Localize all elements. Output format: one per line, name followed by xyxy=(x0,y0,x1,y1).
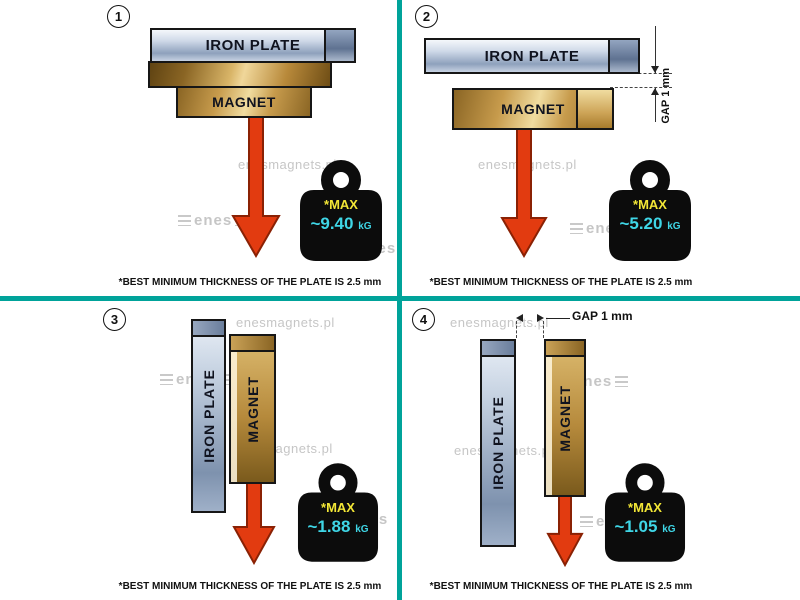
magnet-label: MAGNET xyxy=(212,94,276,110)
magnet-label: MAGNET xyxy=(501,101,565,117)
logo-lines-icon xyxy=(570,223,583,234)
iron-plate-bar: IRON PLATE xyxy=(150,28,356,63)
gap-dimension-line xyxy=(546,318,570,319)
watermark-url: enesmagnets.pl xyxy=(450,315,549,330)
max-force-value: ~9.40 kG xyxy=(310,214,372,233)
force-arrow-icon xyxy=(500,128,548,258)
gap-dimension-line xyxy=(655,26,656,73)
max-label: *MAX xyxy=(321,500,355,515)
plate-end-cap xyxy=(480,339,516,357)
unit-label: kG xyxy=(358,221,372,232)
magnet-bar: MAGNET xyxy=(176,86,312,118)
magnet-bar: MAGNET xyxy=(544,339,586,497)
weight-icon: *MAX ~5.20 kG xyxy=(608,160,692,262)
max-force-value: ~1.05 kG xyxy=(614,517,676,536)
magnet-end-cap xyxy=(576,88,614,130)
magnet-bar: MAGNET xyxy=(229,334,276,484)
gap-label: GAP 1 mm xyxy=(660,68,672,124)
iron-plate-label: IRON PLATE xyxy=(484,47,580,65)
iron-plate-label: IRON PLATE xyxy=(205,37,301,54)
gap-arrow-icon xyxy=(516,314,523,322)
footnote: *BEST MINIMUM THICKNESS OF THE PLATE IS … xyxy=(429,581,693,592)
max-label: *MAX xyxy=(628,500,662,515)
quadrant-3: 3 enesmagnets.pl enes enesmagnets.pl ene… xyxy=(0,301,398,600)
logo-lines-icon xyxy=(580,516,593,527)
unit-label: kG xyxy=(667,221,681,232)
iron-plate-label: IRON PLATE xyxy=(200,369,217,463)
force-arrow-icon xyxy=(231,112,281,258)
magnet-end-cap xyxy=(229,334,276,352)
horizontal-divider xyxy=(0,296,800,301)
plate-end-cap xyxy=(608,38,640,74)
unit-label: kG xyxy=(355,524,369,535)
weight-icon: *MAX ~9.40 kG xyxy=(299,160,383,262)
footnote: *BEST MINIMUM THICKNESS OF THE PLATE IS … xyxy=(118,277,382,288)
gap-dimension-line xyxy=(610,87,672,88)
footnote: *BEST MINIMUM THICKNESS OF THE PLATE IS … xyxy=(429,277,693,288)
plate-end-cap xyxy=(324,28,356,63)
logo-lines-icon xyxy=(615,376,629,387)
iron-plate-bar: IRON PLATE xyxy=(191,319,226,513)
max-label: *MAX xyxy=(633,197,667,212)
unit-label: kG xyxy=(662,524,676,535)
iron-plate-bar: IRON PLATE xyxy=(480,339,516,547)
weight-icon: *MAX ~1.05 kG xyxy=(604,463,686,563)
iron-plate-label: IRON PLATE xyxy=(490,396,506,490)
gap-arrow-icon xyxy=(537,314,544,322)
quadrant-3-number: 3 xyxy=(103,308,126,331)
quadrant-1: 1 enes enesmagnets.pl enes enes IRON PLA… xyxy=(0,0,398,296)
max-label: *MAX xyxy=(324,197,358,212)
watermark-url: enesmagnets.pl xyxy=(236,315,335,330)
iron-plate-bar: IRON PLATE xyxy=(424,38,640,74)
gap-dimension-line xyxy=(516,321,517,338)
magnet-bar: MAGNET xyxy=(452,88,614,130)
max-force-value: ~5.20 kG xyxy=(619,214,681,233)
gap-arrow-icon xyxy=(651,88,659,95)
plate-end-cap xyxy=(191,319,226,337)
force-arrow-icon xyxy=(546,493,584,567)
quadrant-2: 2 enes enesmagnets.pl enes IRON PLATE GA… xyxy=(402,0,800,296)
footnote: *BEST MINIMUM THICKNESS OF THE PLATE IS … xyxy=(118,581,382,592)
gap-dimension-line xyxy=(655,88,656,122)
quadrant-4: 4 enesmagnets.pl enes enesmagnets.pl ene… xyxy=(402,301,800,600)
magnet-end-cap xyxy=(544,339,586,357)
gap-label: GAP 1 mm xyxy=(572,309,633,323)
quadrant-2-number: 2 xyxy=(415,5,438,28)
gap-dimension-line xyxy=(543,321,544,338)
gap-arrow-icon xyxy=(651,66,659,73)
max-force-value: ~1.88 kG xyxy=(307,517,369,536)
logo-lines-icon xyxy=(160,374,173,385)
quadrant-4-number: 4 xyxy=(412,308,435,331)
logo-lines-icon xyxy=(178,215,191,226)
magnet-label: MAGNET xyxy=(557,384,573,452)
quadrant-1-number: 1 xyxy=(107,5,130,28)
magnet-label: MAGNET xyxy=(244,375,261,443)
weight-icon: *MAX ~1.88 kG xyxy=(297,463,379,563)
magnet-top-face xyxy=(148,61,332,88)
